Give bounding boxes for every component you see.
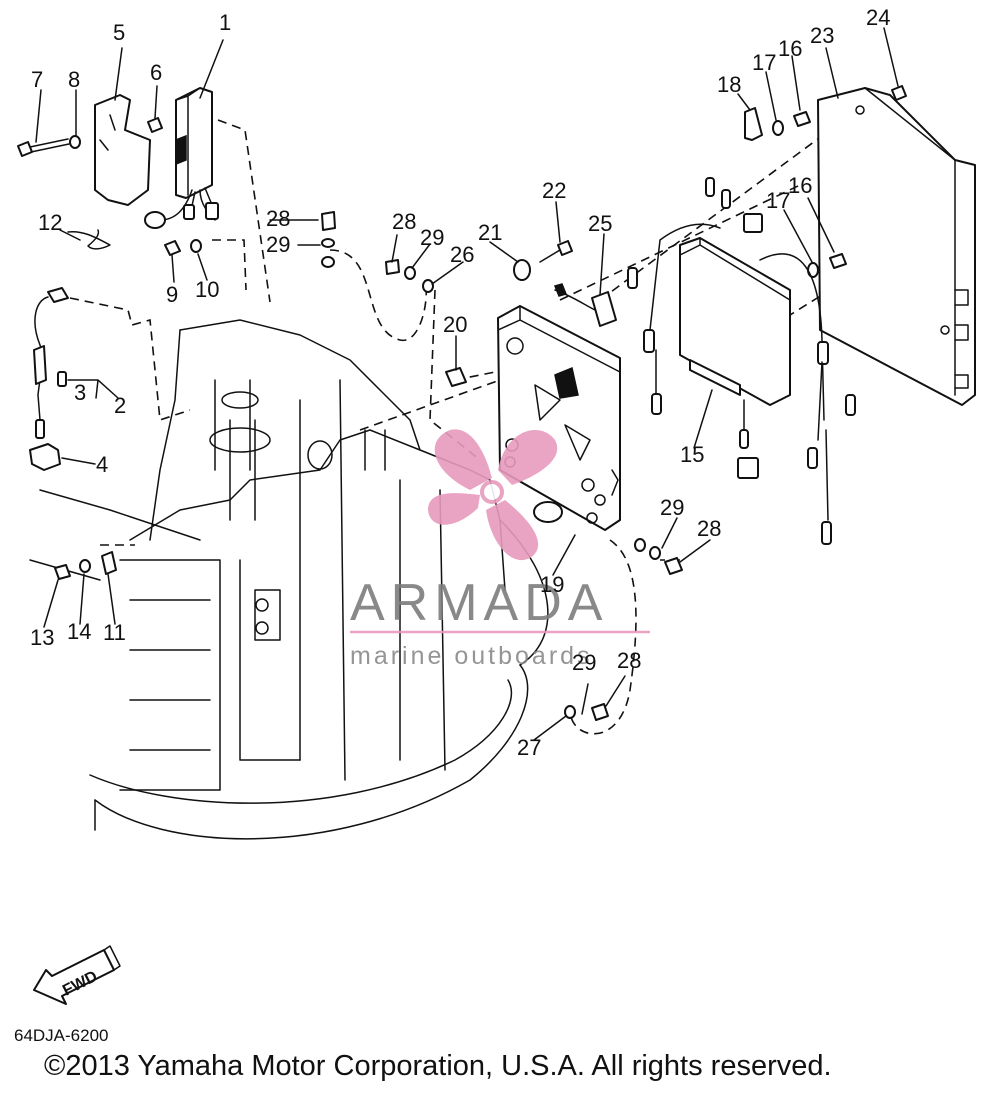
watermark-tagline: marine outboards [350, 642, 593, 670]
part-8-washer [69, 135, 81, 149]
callout-29c: 29 [660, 495, 684, 520]
callout-29a: 29 [266, 232, 290, 257]
part-10-washer [190, 239, 202, 253]
part-29-washer-d [634, 538, 646, 552]
callout-20: 20 [443, 312, 467, 337]
callout-16b: 16 [788, 173, 812, 198]
part-9-bolt [164, 240, 181, 256]
callout-11: 11 [103, 620, 126, 645]
part-24-screw [891, 85, 907, 101]
part-3-grommet [57, 371, 67, 387]
callout-17a: 17 [752, 50, 776, 75]
part-15-cdi-unit [627, 177, 856, 545]
callout-25: 25 [588, 211, 612, 236]
watermark-logo: ARMADA marine outboards [350, 429, 650, 670]
callout-22: 22 [542, 178, 566, 203]
part-29-washer-a [321, 238, 335, 248]
callout-29b: 29 [420, 225, 444, 250]
callout-3: 3 [74, 380, 86, 405]
part-1-rectifier [144, 87, 219, 229]
part-18-bracket [744, 107, 763, 141]
callout-1: 1 [219, 10, 231, 35]
part-12-clip [67, 229, 111, 250]
propeller-icon [428, 429, 558, 561]
callout-5: 5 [113, 20, 125, 45]
callout-6: 6 [150, 60, 162, 85]
copyright-notice: ©2013 Yamaha Motor Corporation, U.S.A. A… [44, 1050, 832, 1082]
callout-4: 4 [96, 452, 108, 477]
part-28-bolt-c [664, 557, 683, 575]
callout-26: 26 [450, 242, 474, 267]
part-22-bolt [539, 240, 573, 263]
callout-labels: 1 2 3 4 5 6 7 8 9 10 11 12 13 14 15 16 1… [30, 5, 890, 760]
callout-18: 18 [717, 72, 741, 97]
part-29-washer-c [404, 266, 416, 280]
callout-28b: 28 [392, 209, 416, 234]
callout-7: 7 [31, 67, 43, 92]
part-2-sensor-lead [33, 287, 69, 439]
part-7-bolt [17, 138, 70, 157]
callout-16a: 16 [778, 36, 802, 61]
part-17-washer [772, 120, 784, 136]
part-4-clamp [29, 443, 61, 471]
callout-17b: 17 [766, 188, 790, 213]
part-19-bracket-plate [497, 305, 621, 531]
part-29-washer-b [321, 256, 335, 268]
engine-outline [29, 319, 549, 840]
part-28-bolt-b [385, 259, 400, 275]
callout-29d: 29 [572, 650, 596, 675]
callout-27: 27 [517, 735, 541, 760]
part-27-washer [564, 705, 576, 719]
part-29-washer-e [649, 546, 661, 560]
watermark-brand: ARMADA [350, 574, 608, 632]
callout-28a: 28 [266, 206, 290, 231]
callout-28d: 28 [617, 648, 641, 673]
part-25-switch [553, 283, 617, 327]
callout-10: 10 [195, 277, 219, 302]
callout-13: 13 [30, 625, 54, 650]
callout-28c: 28 [697, 516, 721, 541]
callout-15: 15 [680, 442, 704, 467]
callout-14: 14 [67, 619, 91, 644]
part-16-screw-b [829, 253, 847, 269]
part-26-washer [422, 279, 434, 293]
fwd-arrow-icon: FWD [33, 945, 121, 1005]
callout-24: 24 [866, 5, 890, 30]
part-13-bolt [54, 564, 71, 580]
callout-23: 23 [810, 23, 834, 48]
part-16-screw [793, 111, 811, 127]
part-17-washer-b [807, 262, 819, 278]
part-21-grommet [513, 259, 531, 281]
part-5-cover [94, 94, 151, 206]
callout-9: 9 [166, 282, 178, 307]
callout-8: 8 [68, 67, 80, 92]
callout-19: 19 [540, 572, 564, 597]
callout-2: 2 [114, 393, 126, 418]
part-14-washer [79, 559, 91, 573]
diagram-code: 64DJA-6200 [14, 1026, 109, 1045]
leader-lines [35, 27, 899, 741]
callout-21: 21 [478, 220, 502, 245]
part-23-box-cover [817, 87, 976, 406]
fwd-label: FWD [60, 968, 100, 1000]
part-6-screw [147, 117, 163, 133]
part-28-bolt-d [591, 703, 609, 721]
callout-12: 12 [38, 210, 62, 235]
part-28-bolt-a [321, 211, 336, 231]
part-11-bracket [101, 551, 117, 575]
